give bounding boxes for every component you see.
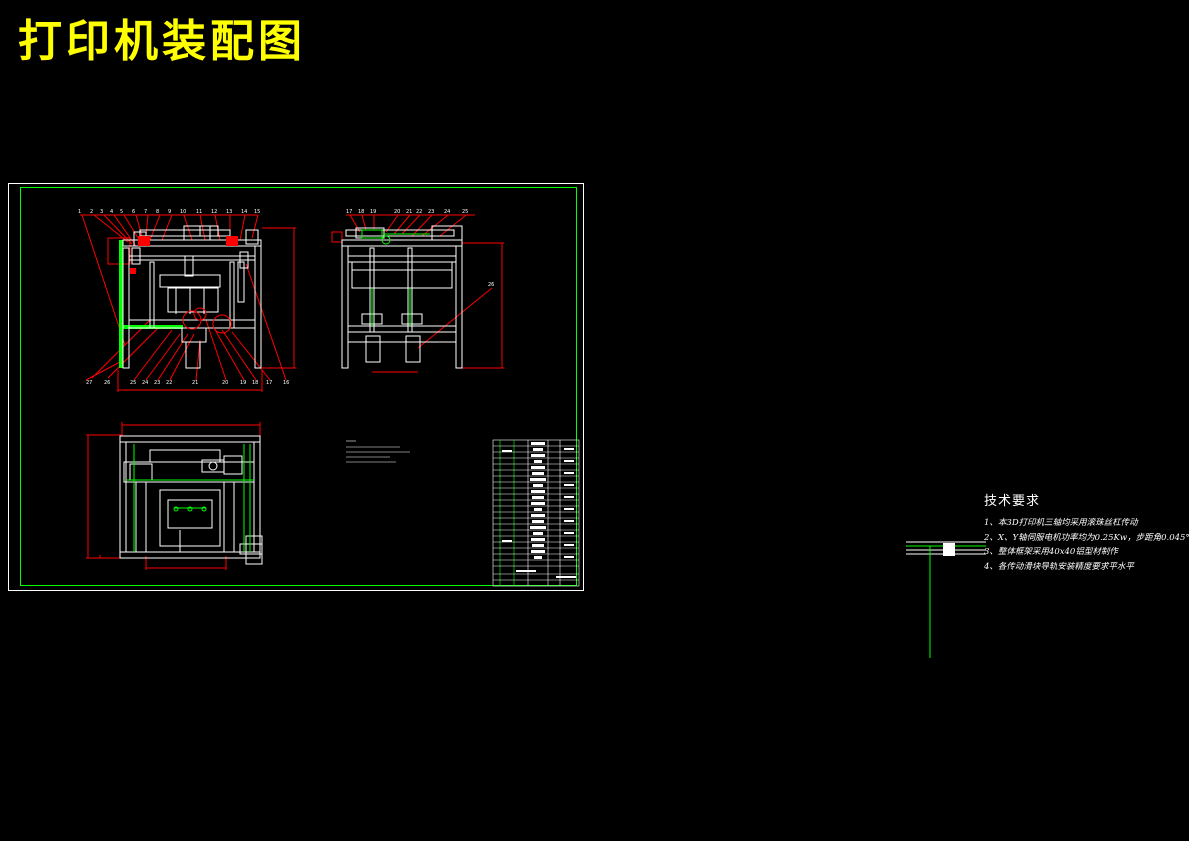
svg-text:12: 12 — [211, 209, 217, 215]
tech-requirement-item: 1、本3D打印机三轴均采用滚珠丝杠传动 — [984, 518, 1138, 528]
top-view-frame — [119, 435, 263, 565]
tech-requirement-item: 4、各传动滑块导轨安装精度要求平水平 — [984, 561, 1134, 572]
svg-text:18: 18 — [252, 380, 258, 386]
stray-geometry — [906, 541, 986, 658]
svg-text:4: 4 — [110, 209, 113, 215]
svg-text:25: 25 — [130, 380, 136, 386]
front-view-frame — [122, 225, 262, 369]
svg-text:17: 17 — [346, 209, 352, 215]
sheet-notes — [346, 440, 410, 463]
svg-text:3: 3 — [100, 209, 103, 215]
side-view: 17 18 19 20 21 22 23 24 25 26 — [331, 209, 504, 373]
svg-text:25: 25 — [462, 209, 468, 215]
svg-text:22: 22 — [416, 209, 422, 215]
side-view-frame — [341, 225, 463, 369]
top-view — [86, 422, 263, 570]
svg-text:21: 21 — [406, 209, 412, 215]
svg-text:20: 20 — [394, 209, 400, 215]
svg-text:21: 21 — [192, 380, 198, 386]
svg-text:11: 11 — [196, 209, 202, 215]
svg-text:24: 24 — [444, 209, 450, 215]
svg-text:10: 10 — [180, 209, 186, 215]
svg-text:26: 26 — [104, 380, 110, 386]
svg-text:20: 20 — [222, 380, 228, 386]
svg-text:23: 23 — [428, 209, 434, 215]
svg-text:19: 19 — [240, 380, 246, 386]
svg-text:9: 9 — [168, 209, 171, 215]
svg-text:13: 13 — [226, 209, 232, 215]
tech-requirements-list: 1、本3D打印机三轴均采用滚珠丝杠传动 2、X、Y轴伺服电机功率均为0.25Kw… — [984, 516, 1189, 574]
tech-requirement-item: 2、X、Y轴伺服电机功率均为0.25Kw，步距角0.045° — [984, 532, 1189, 543]
svg-text:22: 22 — [166, 380, 172, 386]
front-view-callouts — [80, 214, 296, 392]
sheet-inner-border — [20, 187, 577, 586]
tech-requirement-item: 3、整体框架采用40x40铝型材制作 — [984, 547, 1118, 557]
svg-text:7: 7 — [144, 209, 147, 215]
sheet-outer-frame — [8, 183, 584, 591]
svg-text:16: 16 — [283, 380, 289, 386]
svg-text:5: 5 — [120, 209, 123, 215]
svg-text:26: 26 — [488, 282, 494, 288]
svg-text:15: 15 — [254, 209, 260, 215]
bom-text-blocks — [502, 442, 576, 578]
svg-text:14: 14 — [241, 209, 247, 215]
svg-text:8: 8 — [156, 209, 159, 215]
side-view-callouts — [331, 214, 504, 373]
drawing-title: 打印机装配图 — [18, 16, 306, 67]
tech-requirements-heading: 技术要求 — [984, 494, 1041, 509]
svg-text:18: 18 — [358, 209, 364, 215]
svg-text:23: 23 — [154, 380, 160, 386]
technical-requirements: 技术要求 1、本3D打印机三轴均采用滚珠丝杠传动 2、X、Y轴伺服电机功率均为0… — [984, 490, 1189, 574]
svg-text:2: 2 — [90, 209, 93, 215]
title-block — [492, 439, 580, 587]
svg-text:27: 27 — [86, 380, 92, 386]
svg-text:19: 19 — [370, 209, 376, 215]
svg-text:1: 1 — [78, 209, 81, 215]
bom-rows — [493, 445, 579, 581]
front-view-column — [119, 240, 123, 368]
svg-text:17: 17 — [266, 380, 272, 386]
svg-text:6: 6 — [132, 209, 135, 215]
svg-text:24: 24 — [142, 380, 148, 386]
